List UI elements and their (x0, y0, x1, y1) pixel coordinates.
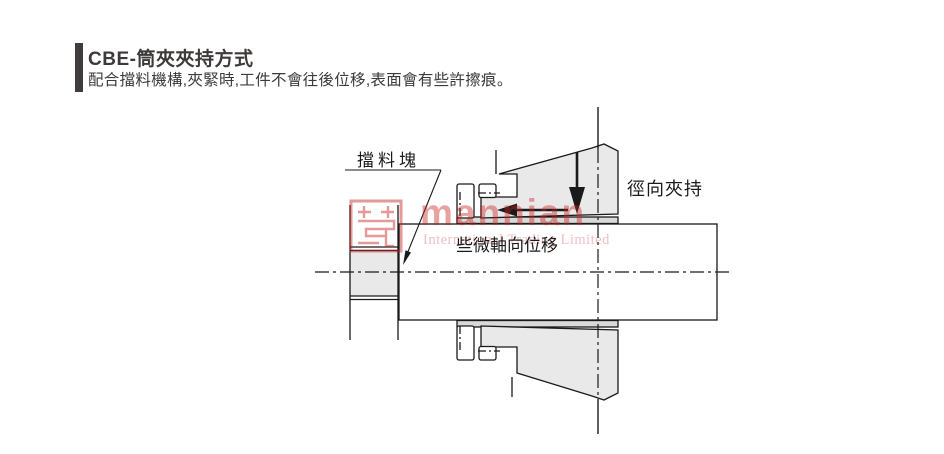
stop-block-leader-line (345, 169, 442, 265)
watermark-subtext: International Trading Limited (423, 232, 610, 248)
label-radial-clamp: 徑向夾持 (627, 179, 703, 199)
collet-bottom-shape (456, 319, 619, 401)
watermark-logo-icon (349, 199, 403, 253)
collet-top-shape (456, 143, 619, 225)
radial-clamp-arrow-icon (569, 152, 585, 214)
stop-block-shape (349, 205, 399, 340)
page-title: CBE-筒夾夾持方式 (88, 49, 254, 70)
title-accent-bar (75, 43, 83, 92)
label-stop-block: 擋料塊 (357, 151, 420, 170)
watermark-brand-text: mannian (420, 192, 587, 233)
page-subtitle: 配合擋料機構,夾緊時,工件不會往後位移,表面會有些許擦痕。 (88, 72, 513, 89)
label-axial-shift: 些微軸向位移 (456, 236, 558, 255)
axial-shift-arrow-icon (497, 203, 568, 217)
